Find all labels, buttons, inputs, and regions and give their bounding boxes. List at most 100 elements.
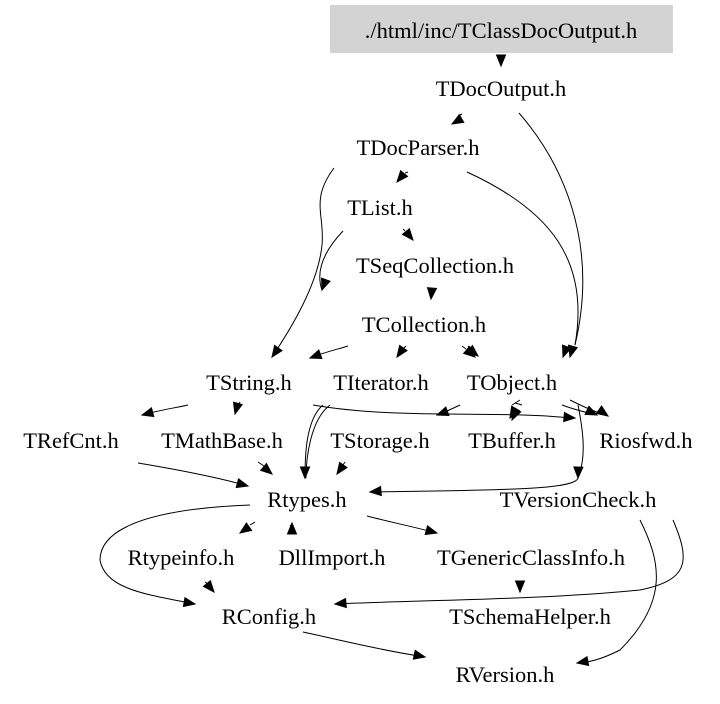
edge-tdocparser-to-tobject: [466, 171, 579, 359]
node-label: TVersionCheck.h: [500, 487, 657, 512]
node-tlist[interactable]: TList.h: [347, 195, 413, 220]
arrowhead-icon: [396, 169, 409, 184]
node-riosfwd[interactable]: Riosfwd.h: [599, 428, 692, 453]
edge-tgenericclassinfo-to-tschemahelper: [514, 580, 526, 594]
node-label: TRefCnt.h: [23, 428, 119, 453]
edge-line: [319, 230, 344, 291]
edge-titerator-to-rtypes: [299, 404, 331, 480]
node-label: TSchemaHelper.h: [449, 604, 611, 629]
edge-line: [257, 461, 265, 467]
node-tdocoutput[interactable]: TDocOutput.h: [436, 76, 567, 101]
edges-layer: [99, 54, 684, 667]
edge-rtypes-to-tgenericclassinfo: [366, 515, 439, 536]
node-label: TObject.h: [467, 370, 557, 395]
node-tstring[interactable]: TString.h: [206, 370, 292, 395]
edge-tlist-to-tstring: [319, 230, 344, 292]
arrowhead-icon: [232, 401, 244, 416]
arrowhead-icon: [450, 113, 465, 125]
node-tobject[interactable]: TObject.h: [467, 370, 557, 395]
node-tschemahelper[interactable]: TSchemaHelper.h: [449, 604, 611, 629]
node-rtypes[interactable]: Rtypes.h: [267, 487, 346, 512]
edge-line: [402, 228, 406, 232]
arrowhead-icon: [435, 406, 450, 416]
node-tversioncheck[interactable]: TVersionCheck.h: [500, 487, 657, 512]
node-rconfig[interactable]: RConfig.h: [222, 604, 316, 629]
arrowhead-icon: [308, 349, 323, 359]
edge-tobject-to-riosfwd: [569, 399, 610, 417]
arrowhead-icon: [514, 580, 526, 594]
edge-tdocoutput-to-tdocparser: [450, 113, 465, 125]
edge-line: [461, 345, 467, 350]
edge-trefcnt-to-rtypes: [137, 462, 250, 489]
edge-root-to-tdocoutput: [495, 54, 507, 68]
node-label: TList.h: [347, 195, 413, 220]
edge-tmathbase-to-rtypes: [257, 461, 274, 475]
node-tseqcollection[interactable]: TSeqCollection.h: [356, 253, 514, 278]
edge-tseqcollection-to-tcollection: [426, 287, 438, 301]
arrowhead-icon: [465, 344, 480, 357]
node-tbuffer[interactable]: TBuffer.h: [468, 428, 556, 453]
arrowhead-icon: [202, 579, 215, 594]
arrowhead-icon: [567, 344, 579, 359]
edge-tdocparser-to-tstring: [271, 167, 335, 359]
node-dllimport[interactable]: DllImport.h: [279, 545, 386, 570]
arrowhead-icon: [573, 466, 584, 480]
arrowhead-icon: [426, 287, 438, 301]
node-label: RVersion.h: [456, 662, 555, 687]
edge-tcollection-to-tstring: [308, 345, 349, 359]
arrowhead-icon: [412, 649, 427, 660]
node-titerator[interactable]: TIterator.h: [333, 370, 429, 395]
arrowhead-icon: [563, 411, 577, 423]
edge-line: [514, 402, 523, 406]
node-label: TString.h: [206, 370, 292, 395]
arrowhead-icon: [259, 462, 274, 475]
edge-rtypes-to-rconfig: [99, 504, 251, 608]
node-label: TSeqCollection.h: [356, 253, 514, 278]
edge-tversioncheck-to-rversion: [575, 519, 657, 667]
node-label: Rtypeinfo.h: [128, 545, 235, 570]
arrowhead-icon: [321, 277, 331, 292]
edge-line: [466, 171, 579, 346]
edge-line: [511, 399, 521, 406]
arrowhead-icon: [271, 344, 283, 359]
node-label: ./html/inc/TClassDocOutput.h: [365, 18, 637, 43]
edge-rconfig-to-rversion: [302, 631, 427, 660]
edge-rtypeinfo-to-rconfig: [202, 579, 215, 594]
edge-line: [576, 519, 657, 664]
node-label: TDocOutput.h: [436, 76, 567, 101]
arrowhead-icon: [396, 344, 408, 359]
node-rversion[interactable]: RVersion.h: [456, 662, 555, 687]
arrowhead-icon: [140, 406, 155, 418]
node-tdocparser[interactable]: TDocParser.h: [356, 135, 479, 160]
node-tstorage[interactable]: TStorage.h: [330, 428, 429, 453]
arrowhead-icon: [575, 655, 590, 667]
node-tcollection[interactable]: TCollection.h: [362, 312, 486, 337]
arrowhead-icon: [235, 477, 250, 489]
root-node-box: [330, 5, 673, 53]
edge-tlist-to-tseqcollection: [401, 227, 414, 242]
node-trefcnt[interactable]: TRefCnt.h: [23, 428, 119, 453]
arrowhead-icon: [368, 485, 382, 497]
edge-line: [137, 462, 249, 487]
node-rtypeinfo[interactable]: Rtypeinfo.h: [128, 545, 235, 570]
edge-line: [369, 477, 579, 493]
edge-tversioncheck-to-rtypes: [368, 477, 579, 497]
arrowhead-icon: [238, 522, 253, 534]
arrowhead-icon: [182, 596, 197, 608]
edge-riosfwd-to-rconfig: [333, 519, 684, 609]
edge-tdocparser-to-tlist: [396, 169, 409, 184]
edge-tstring-to-trefcnt: [140, 404, 189, 418]
node-label: Rtypes.h: [267, 487, 346, 512]
edge-rtypes-to-dllimport: [286, 521, 298, 535]
edge-tcollection-to-titerator: [396, 344, 408, 359]
node-tmathbase[interactable]: TMathBase.h: [161, 428, 283, 453]
edge-line: [249, 521, 256, 526]
node-root[interactable]: ./html/inc/TClassDocOutput.h: [330, 5, 673, 53]
arrowhead-icon: [336, 461, 348, 476]
arrowhead-icon: [595, 405, 610, 417]
node-tgenericclassinfo[interactable]: TGenericClassInfo.h: [437, 545, 625, 570]
edge-line: [467, 345, 471, 349]
edge-tobject-to-tbuffer: [511, 402, 523, 422]
edge-tobject-to-tstorage: [435, 404, 461, 416]
